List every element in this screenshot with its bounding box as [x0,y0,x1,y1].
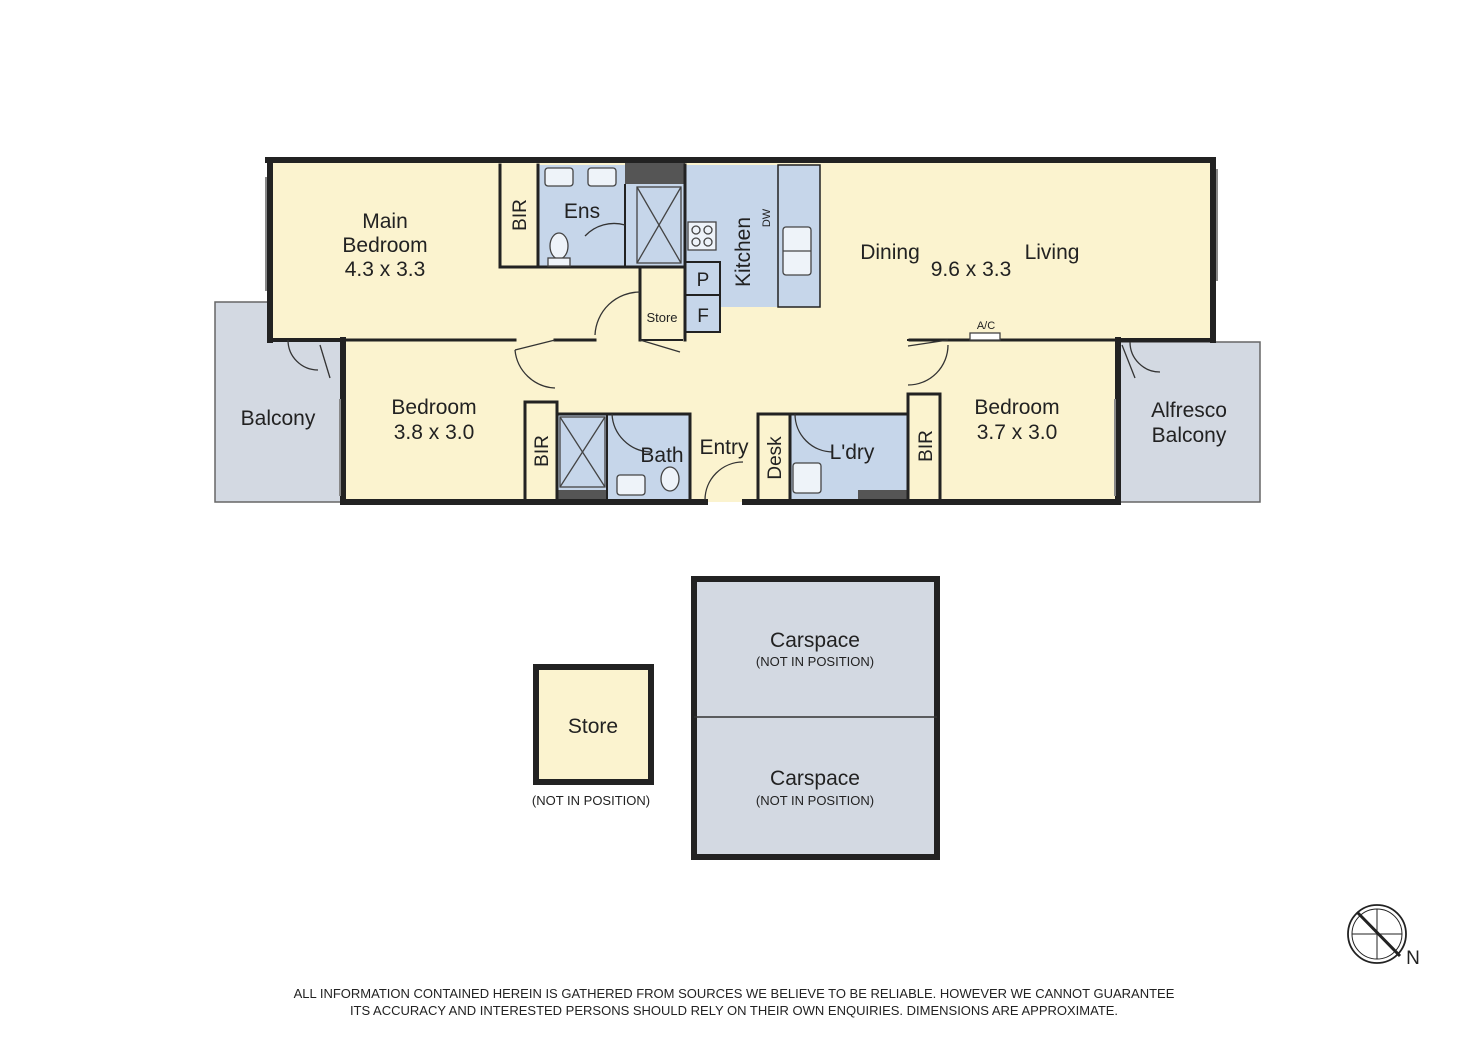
fridge-label: F [697,306,709,327]
cooktop-icon [687,221,717,251]
carspace1-note: (NOT IN POSITION) [756,654,874,669]
shower-icon [636,186,682,264]
carspace1-label: Carspace [770,629,860,652]
walls [265,157,1218,505]
alfresco-label: Alfresco [1151,399,1227,422]
alfresco-label-2: Balcony [1152,424,1227,447]
laundry-tub-icon [792,462,822,494]
dining-label: Dining [860,241,920,264]
dining-living-dims: 9.6 x 3.3 [931,258,1012,281]
laundry-label: L'dry [830,441,875,464]
bir-main-label: BIR [510,199,531,231]
bir-bed2-label: BIR [532,435,553,467]
living-label: Living [1025,241,1080,264]
aircon-icon [969,332,1001,341]
toilet-icon [660,466,680,492]
disclaimer-line-2: ITS ACCURACY AND INTERESTED PERSONS SHOU… [350,1003,1118,1018]
interior-area [270,162,1213,502]
hatched-wall [858,490,908,500]
basin-icon [587,167,617,187]
main-bedroom-label: Main [362,210,408,233]
bedroom2-label: Bedroom [391,396,476,419]
carspace2-note: (NOT IN POSITION) [756,793,874,808]
kitchen-label: Kitchen [732,217,755,287]
toilet-icon [547,257,571,267]
bedroom3-label: Bedroom [974,396,1059,419]
carspace-area [691,576,940,860]
alfresco-balcony-area [1117,341,1261,503]
store-note: (NOT IN POSITION) [532,793,650,808]
pantry-label: P [697,270,710,291]
balcony-left-label: Balcony [241,407,316,430]
shower-icon [559,416,606,488]
bir-bed3-label: BIR [916,430,937,462]
compass-north-label: N [1406,948,1420,969]
dining-strip [720,165,778,307]
bedroom3-dims: 3.7 x 3.0 [977,421,1058,444]
hatched-wall [557,490,607,500]
disclaimer-line-1: ALL INFORMATION CONTAINED HEREIN IS GATH… [294,986,1175,1001]
compass-icon [1347,904,1407,964]
basin-icon [544,167,574,187]
main-bedroom-dims: 4.3 x 3.3 [345,258,426,281]
fixtures [544,167,1001,496]
entry-label: Entry [699,436,749,459]
dishwasher-label: DW [761,208,773,227]
store-outbuilding [533,664,654,785]
hatched-wall [625,162,685,184]
door-swings [287,222,1161,501]
aircon-label: A/C [977,320,995,332]
store-label: Store [568,715,618,738]
basin-icon [616,474,646,496]
carspace2-label: Carspace [770,767,860,790]
store-internal-label: Store [646,310,677,325]
desk-label: Desk [765,436,786,480]
room-labels: Main Bedroom 4.3 x 3.3 BIR Ens Kitchen D… [241,199,1227,479]
bath-label: Bath [640,444,683,467]
main-bedroom-label-2: Bedroom [342,234,427,257]
fridge-area [685,296,720,332]
ensuite-label: Ens [564,200,600,223]
toilet-icon [549,232,569,260]
pantry-area [685,262,720,294]
bedroom2-dims: 3.8 x 3.0 [394,421,475,444]
